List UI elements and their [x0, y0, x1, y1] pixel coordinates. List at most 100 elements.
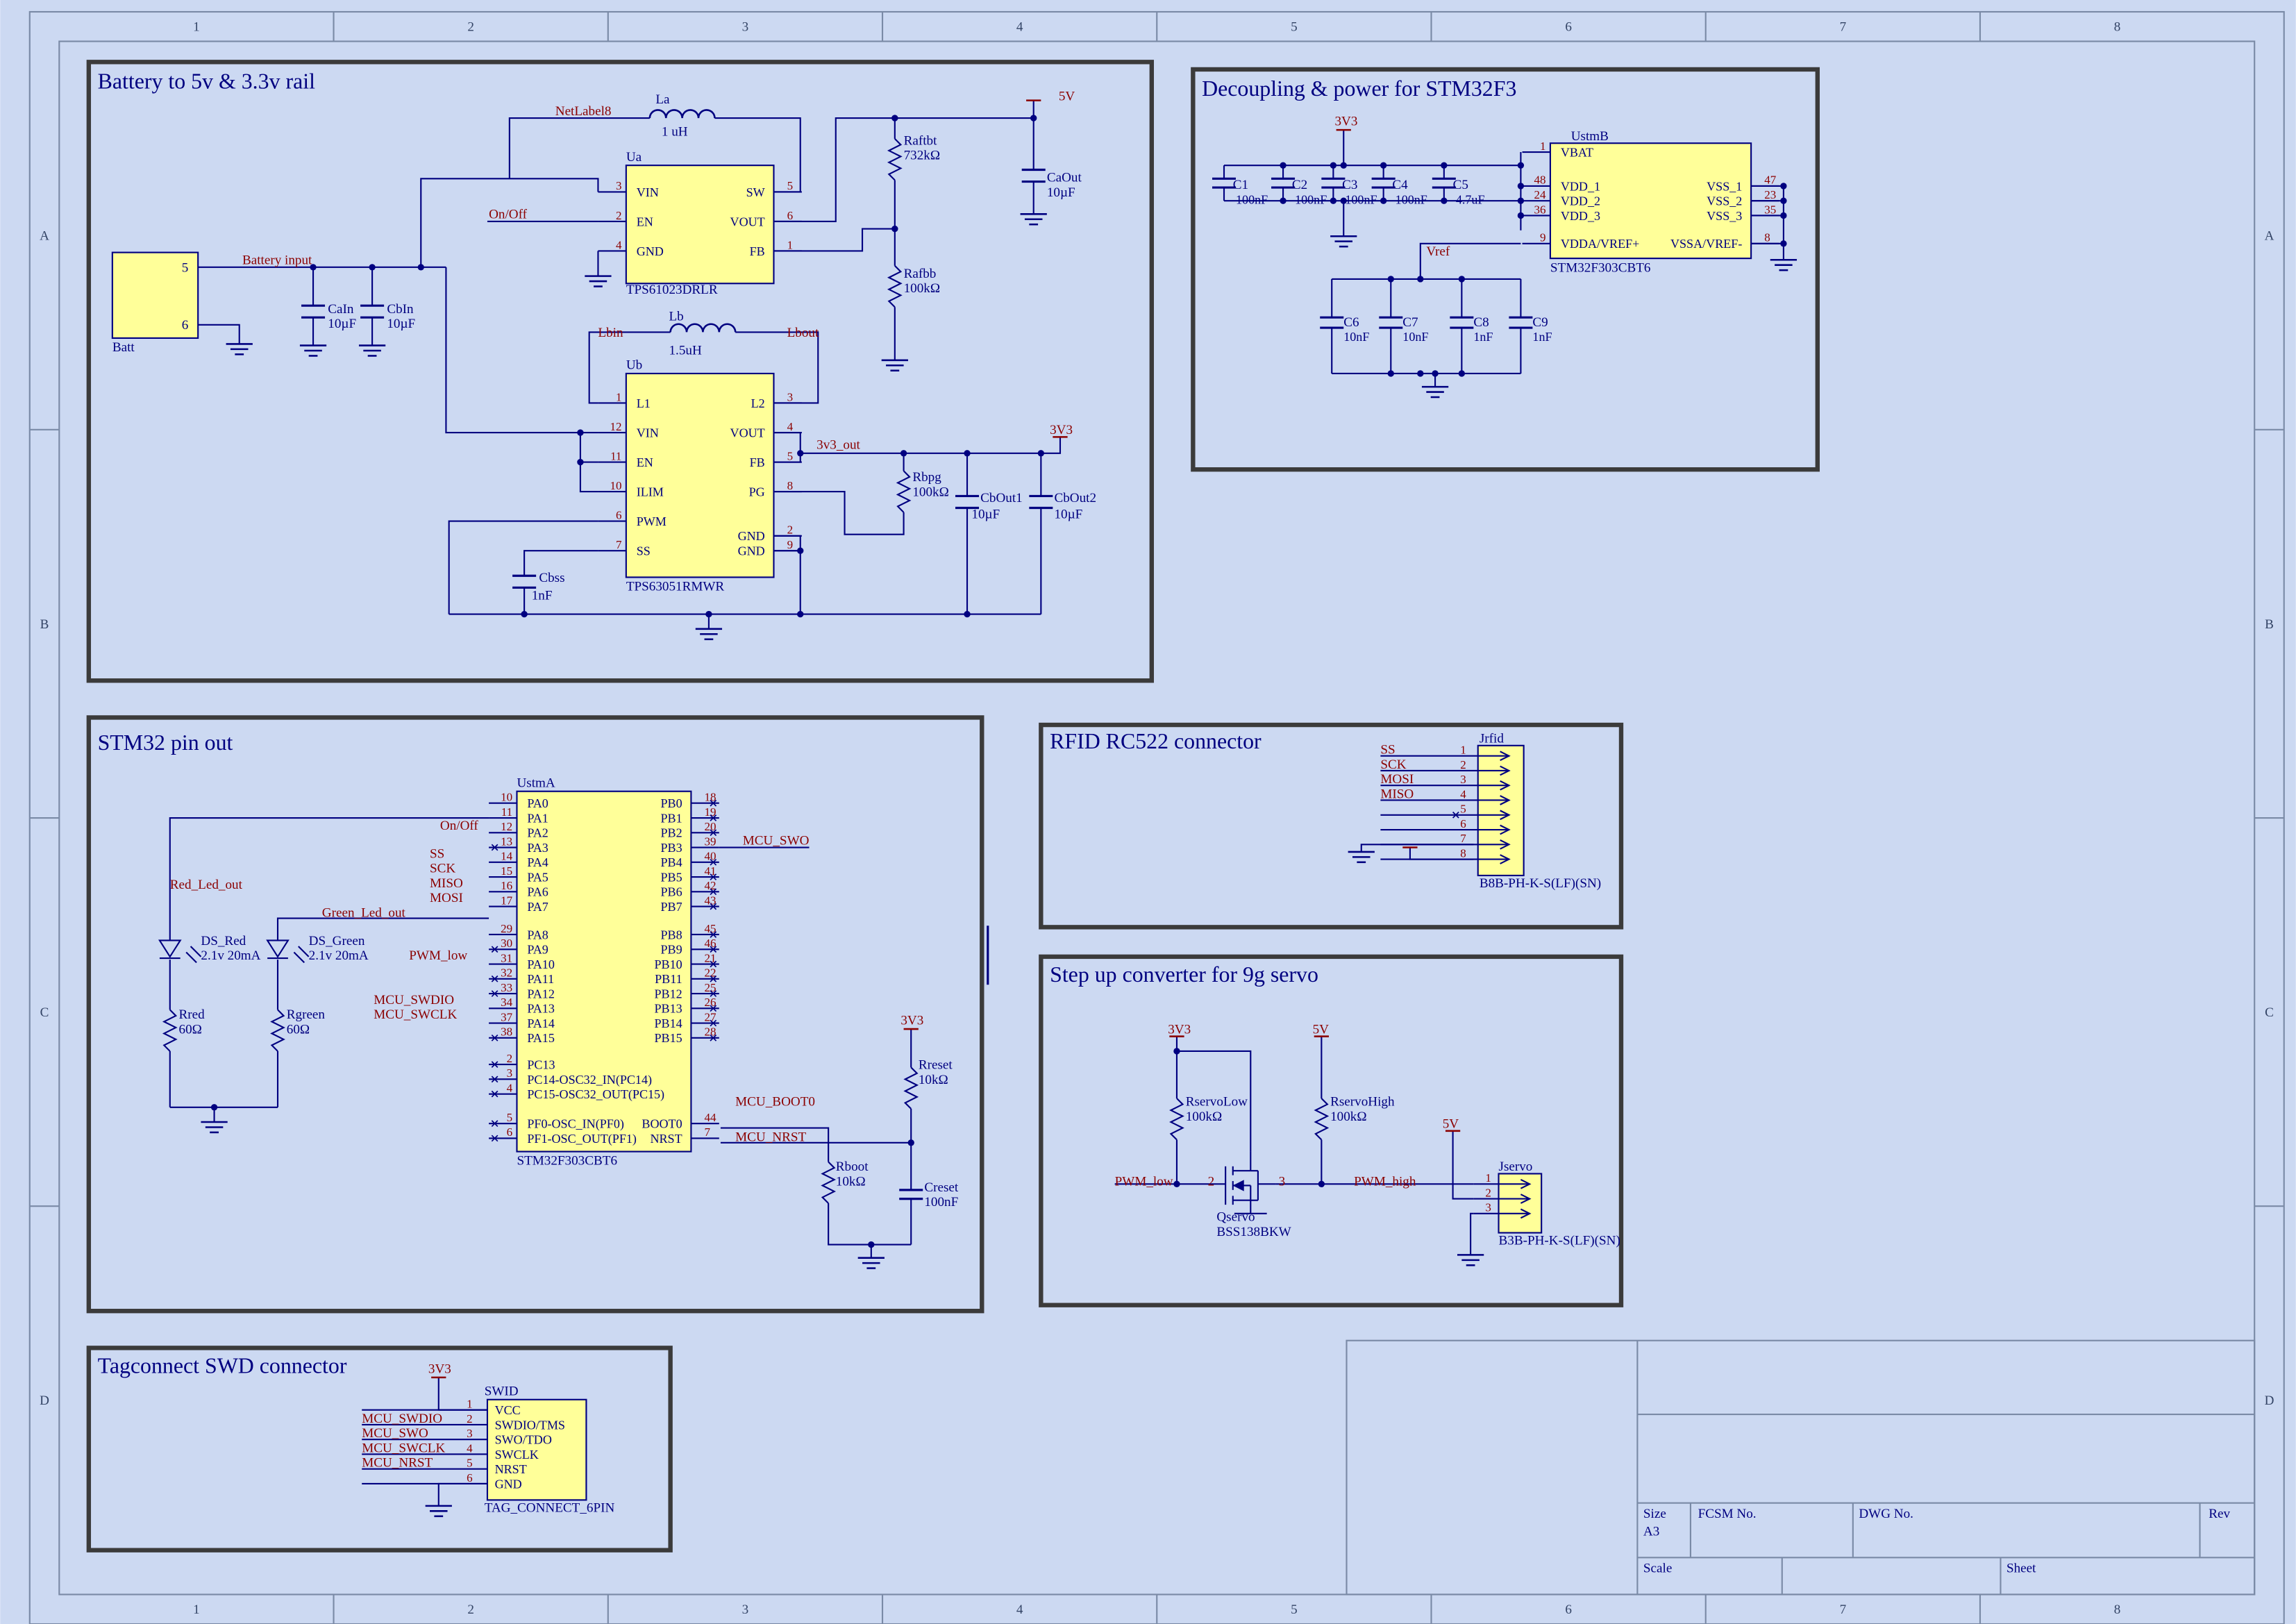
ustma-ic-body[interactable]: [516, 790, 692, 1153]
pin-label: PA4: [527, 855, 548, 869]
swd-net-label: MCU_SWDIO: [362, 1412, 442, 1426]
batt-connector[interactable]: [111, 251, 199, 340]
raftbt-resistor[interactable]: [887, 138, 903, 181]
swid-connector[interactable]: [486, 1398, 587, 1501]
swid-designator: SWID: [485, 1384, 519, 1398]
rgreen-resistor[interactable]: [270, 1009, 285, 1052]
net-3v3-battery: 3V3: [1050, 423, 1073, 437]
rfid-pin-arrow: [1500, 824, 1511, 835]
net-netlabel8: NetLabel8: [555, 104, 612, 119]
net-5v-battery: 5V: [1059, 90, 1075, 104]
no-connect-mark: [710, 1005, 717, 1012]
ustmb-designator: UstmB: [1571, 129, 1609, 144]
pin-label: PB14: [654, 1016, 682, 1030]
swd-pin-label: VCC: [495, 1403, 521, 1417]
pin-label: PB10: [654, 957, 682, 971]
ub-ic-body[interactable]: [625, 372, 775, 578]
jservo-connector[interactable]: [1498, 1173, 1543, 1234]
pin-label: PA13: [527, 1002, 555, 1016]
servo-pin-arrow: [1520, 1194, 1532, 1204]
rred-resistor[interactable]: [162, 1009, 178, 1052]
decoupling-capacitors: [1212, 177, 1533, 329]
pin-number: 32: [501, 966, 512, 980]
rreset-designator: Rreset: [919, 1057, 953, 1072]
cbin-value: 10µF: [387, 317, 415, 331]
cap-designator: C6: [1343, 315, 1359, 330]
creset-designator: Creset: [924, 1180, 959, 1195]
cbout1-value: 10µF: [971, 507, 1000, 521]
pin-label: PB12: [654, 987, 682, 1001]
net-3v3-servo: 3V3: [1168, 1022, 1191, 1037]
rfid-pin-number: 7: [1460, 832, 1466, 845]
jservo-pins: 123: [1473, 1171, 1532, 1219]
rservohigh-resistor[interactable]: [1314, 1098, 1330, 1141]
ua-ic-body[interactable]: [625, 165, 775, 285]
zone-col-label-top: 6: [1565, 20, 1572, 35]
rfid-pin-number: 8: [1460, 846, 1466, 860]
pin-number: 38: [501, 1026, 512, 1039]
pin-label: PA9: [527, 943, 548, 957]
rafbb-resistor[interactable]: [887, 265, 903, 308]
cbout2-designator: CbOut2: [1054, 491, 1096, 505]
net-on-off-battery: On/Off: [489, 208, 528, 222]
net-red-led-out: Red_Led_out: [170, 878, 243, 892]
creset-capacitor[interactable]: [899, 1189, 923, 1200]
pin-number: 29: [501, 922, 512, 935]
ua-designator: Ua: [626, 150, 642, 165]
zone-ticks: [29, 12, 2284, 1624]
rfid-pin-number: 4: [1460, 787, 1466, 801]
servo-resistors: [1169, 1098, 1330, 1141]
ustma-part-number: STM32F303CBT6: [517, 1154, 617, 1169]
lb-inductor[interactable]: [669, 323, 737, 333]
rboot-resistor[interactable]: [821, 1161, 837, 1204]
rfid-pin-number: 3: [1460, 773, 1466, 786]
no-connect-mark: [491, 1075, 498, 1083]
ds-green-led[interactable]: [266, 939, 290, 958]
rreset-resistor[interactable]: [903, 1066, 919, 1110]
junctions-decoupling: [1280, 162, 1787, 377]
swd-section-frame: [86, 1346, 673, 1552]
net-green-led-out: Green_Led_out: [322, 905, 406, 920]
qservo-part-number: BSS138BKW: [1216, 1225, 1291, 1239]
lb-value: 1.5uH: [669, 343, 701, 358]
la-inductor[interactable]: [648, 109, 716, 119]
qservo-mosfet[interactable]: [1225, 1151, 1276, 1214]
zone-col-label-bottom: 4: [1016, 1602, 1023, 1617]
pin-label: EN: [637, 455, 653, 469]
pin-number: 6: [787, 209, 794, 222]
pin-label: PB11: [655, 972, 682, 986]
no-connect-mark: [491, 1120, 498, 1128]
cbin-designator: CbIn: [387, 302, 414, 317]
pin-label: PB3: [661, 841, 682, 855]
rservolow-resistor[interactable]: [1169, 1098, 1184, 1141]
pin-number: 16: [501, 879, 512, 892]
junctions-servo: [1173, 1048, 1325, 1188]
rgreen-designator: Rgreen: [287, 1007, 326, 1022]
pin-label: VIN: [637, 426, 659, 440]
rfid-pin-arrow: [1500, 780, 1511, 791]
pin-label: L1: [637, 396, 651, 410]
pin-label: PWM: [637, 514, 667, 528]
rbpg-resistor[interactable]: [896, 470, 912, 513]
pin-number: 47: [1764, 174, 1777, 187]
ground-icon: [1348, 851, 1375, 864]
ground-icon: [425, 1505, 452, 1518]
pin-label: PB6: [661, 885, 682, 899]
pin-number: 37: [501, 1010, 513, 1023]
pin-number: 7: [705, 1125, 711, 1139]
pin-number: 7: [616, 538, 622, 551]
net-3v3-swd: 3V3: [428, 1362, 451, 1377]
pin-label: FB: [750, 455, 765, 469]
power-arrows-battery: [1026, 99, 1068, 438]
creset-value: 100nF: [924, 1195, 958, 1209]
pin-label: ILIM: [637, 485, 664, 499]
titleblock-fcsm-label: FCSM No.: [1698, 1507, 1757, 1521]
zone-row-label-right: C: [2265, 1005, 2274, 1020]
pin-number: 26: [705, 996, 717, 1009]
pin-label: PF0-OSC_IN(PF0): [527, 1117, 624, 1132]
rfid-section: Jrfid B8B-PH-K-S(LF)(SN) 1SS2SCK3MOSI4MI…: [1360, 732, 1601, 891]
ds-red-led[interactable]: [158, 939, 182, 958]
ground-icon: [226, 343, 253, 355]
net-3v3-out: 3v3_out: [816, 437, 860, 452]
